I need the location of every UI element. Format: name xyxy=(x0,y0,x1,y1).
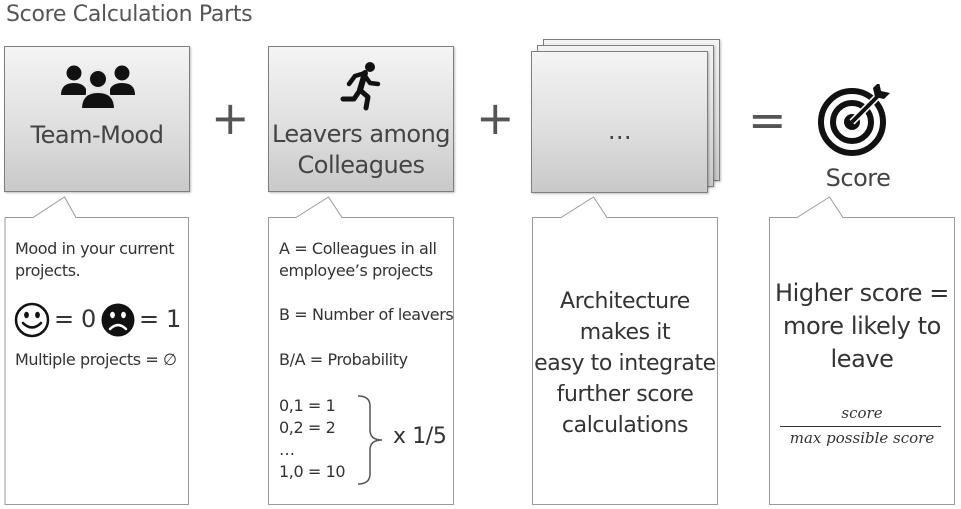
sad-value: = 1 xyxy=(139,305,181,333)
score-explanation-line: Higher score = xyxy=(774,279,950,307)
more-parts-card: … xyxy=(531,51,708,193)
mapping-row: … xyxy=(279,440,295,459)
leavers-label-line1: Leavers among xyxy=(271,120,451,148)
group-icon xyxy=(61,65,135,110)
leavers-label-line2: Colleagues xyxy=(297,151,425,179)
architecture-line: Architecture xyxy=(560,289,690,314)
more-parts-ellipsis: … xyxy=(607,117,632,145)
equals-operator: = xyxy=(748,93,787,147)
running-person-icon xyxy=(340,62,381,111)
definition-b: B = Number of leavers xyxy=(279,305,454,324)
mood-text-line2: projects. xyxy=(15,261,81,280)
definition-a-line1: A = Colleagues in all xyxy=(279,239,437,258)
leavers-card: Leavers among Colleagues xyxy=(268,46,454,192)
callout-score-frame xyxy=(769,196,955,505)
page-title: Score Calculation Parts xyxy=(6,2,253,27)
architecture-line: further score xyxy=(556,382,694,407)
plus-operator-1: + xyxy=(211,91,250,145)
architecture-line: easy to integrate xyxy=(534,351,716,376)
definition-a-line2: employee’s projects xyxy=(279,261,433,280)
mapping-row: 0,2 = 2 xyxy=(279,418,336,437)
multiplier-text: x 1/5 xyxy=(393,424,447,449)
target-icon xyxy=(818,84,890,156)
team-mood-card: Team-Mood xyxy=(4,46,190,192)
callout-leavers-frame xyxy=(268,196,454,505)
score-explanation-line: leave xyxy=(830,345,894,373)
mapping-row: 0,1 = 1 xyxy=(279,396,336,415)
definition-probability: B/A = Probability xyxy=(279,350,408,369)
score-explanation-line: more likely to xyxy=(783,312,941,340)
mapping-row: 1,0 = 10 xyxy=(279,462,346,481)
architecture-line: calculations xyxy=(561,413,689,438)
fraction-bar xyxy=(780,426,941,427)
callout-mood-frame xyxy=(4,196,189,505)
fraction-numerator: score xyxy=(841,404,883,422)
team-mood-label: Team-Mood xyxy=(30,121,164,149)
plus-operator-2: + xyxy=(476,91,515,145)
sad-face-icon xyxy=(101,303,135,337)
callout-architecture-frame xyxy=(532,196,718,505)
multiple-projects-text: Multiple projects = ∅ xyxy=(15,350,177,369)
fraction-denominator: max possible score xyxy=(789,429,935,447)
architecture-line: makes it xyxy=(579,320,671,345)
smiley-face-icon xyxy=(14,302,50,338)
score-label: Score xyxy=(825,164,891,192)
happy-value: = 0 xyxy=(54,305,96,333)
brace-icon xyxy=(357,395,383,485)
mood-text-line1: Mood in your current xyxy=(15,239,175,258)
